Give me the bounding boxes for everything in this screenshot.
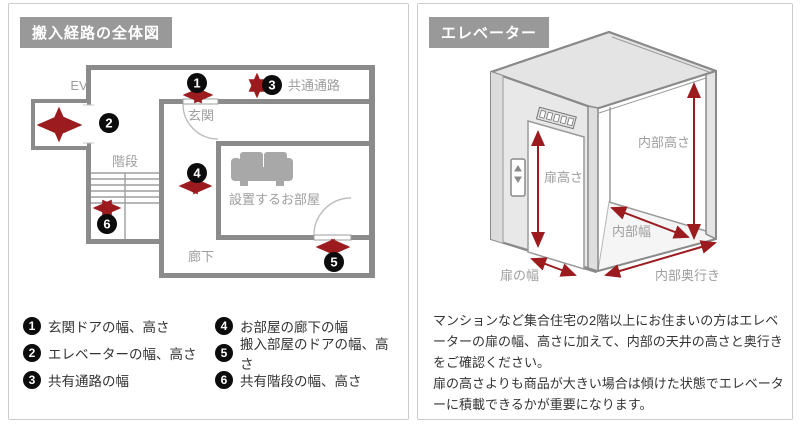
right-wall-edge — [705, 69, 717, 241]
legend-text-6: 共有階段の幅、高さ — [240, 373, 362, 389]
legend-text-4: お部屋の廊下の幅 — [240, 319, 348, 335]
door-height-label: 扉高さ — [544, 170, 583, 185]
elevator-panel: エレベーター — [417, 3, 793, 420]
floor-plan-diagram: EV 階段 玄関 — [31, 65, 375, 278]
elevator-body — [490, 31, 718, 273]
legend-badge-1: 1 — [23, 316, 41, 335]
legend-text-3: 共有通路の幅 — [48, 373, 129, 389]
legend-badge-2: 2 — [23, 343, 41, 362]
sofa-icon — [231, 152, 293, 186]
stairs-label: 階段 — [112, 154, 138, 169]
inner-depth-label: 内部奥行き — [655, 268, 720, 283]
down-button-icon — [514, 176, 522, 183]
legend: 1 玄関ドアの幅、高さ 2 エレベーターの幅、高さ 3 共有通路の幅 4 お部屋… — [23, 312, 398, 393]
elevator-diagram: 扉高さ 内部高さ 内部幅 扉の幅 内部奥行き — [490, 31, 720, 283]
legend-text-2: エレベーターの幅、高さ — [48, 346, 197, 362]
front-pillar — [587, 105, 599, 273]
legend-badge-4: 4 — [215, 316, 233, 335]
floor-plan-panel: 搬入経路の全体図 — [8, 3, 409, 420]
left-jamb — [491, 72, 503, 243]
dimension-arrows — [530, 82, 717, 278]
marker-1: 1 — [187, 73, 207, 93]
svg-text:6: 6 — [103, 217, 110, 232]
inner-height-label: 内部高さ — [638, 135, 690, 150]
entrance-door-arc — [182, 103, 219, 140]
svg-text:5: 5 — [330, 255, 337, 270]
legend-item-5: 5 搬入部屋のドアの幅、高さ — [215, 333, 398, 373]
common-corridor-label: 共通通路 — [288, 78, 340, 93]
elevator-size-arrows — [36, 106, 83, 143]
description-paragraph-1: マンションなど集合住宅の2階以上にお住まいの方はエレベーターの扉の幅、高さに加え… — [433, 313, 783, 370]
legend-badge-5: 5 — [215, 343, 233, 362]
elevator-door — [527, 120, 585, 271]
door-width-label: 扉の幅 — [500, 268, 539, 283]
call-button-icon — [510, 158, 526, 197]
room-label: 設置するお部屋 — [229, 192, 320, 207]
floor-indicator-icon — [535, 106, 577, 130]
description-paragraph-2: 扉の高さよりも商品が大きい場合は傾けた状態でエレベーターに積載できるかが重要にな… — [433, 376, 784, 412]
measure-arrows — [92, 72, 351, 256]
entrance-label: 玄関 — [188, 108, 214, 123]
svg-text:4: 4 — [193, 166, 201, 181]
legend-item-2: 2 エレベーターの幅、高さ — [23, 343, 215, 363]
room-door-arc — [313, 197, 352, 236]
elevator-title: エレベーター — [429, 17, 550, 48]
marker-3: 3 — [262, 75, 282, 95]
ev-label: EV — [70, 78, 88, 93]
legend-badge-6: 6 — [215, 370, 233, 389]
marker-4: 4 — [187, 163, 207, 183]
svg-text:1: 1 — [193, 76, 200, 91]
marker-6: 6 — [97, 214, 117, 234]
svg-text:2: 2 — [105, 116, 112, 131]
stairs — [91, 172, 159, 239]
legend-text-1: 玄関ドアの幅、高さ — [48, 319, 170, 335]
hallway-label: 廊下 — [188, 249, 214, 264]
legend-badge-3: 3 — [23, 370, 41, 389]
legend-item-1: 1 玄関ドアの幅、高さ — [23, 316, 215, 336]
legend-item-3: 3 共有通路の幅 — [23, 370, 215, 390]
elevator-shaft — [31, 99, 94, 150]
legend-text-5: 搬入部屋のドアの幅、高さ — [240, 336, 389, 372]
svg-text:3: 3 — [268, 78, 275, 93]
plan-walls — [86, 65, 375, 278]
legend-item-6: 6 共有階段の幅、高さ — [215, 370, 398, 390]
floor-plan-title: 搬入経路の全体図 — [20, 17, 173, 48]
marker-5: 5 — [324, 252, 344, 272]
up-button-icon — [514, 165, 522, 172]
inner-width-label: 内部幅 — [612, 224, 651, 239]
elevator-description: マンションなど集合住宅の2階以上にお住まいの方はエレベーターの扉の幅、高さに加え… — [433, 310, 788, 415]
marker-2: 2 — [99, 113, 119, 133]
legend-item-4: 4 お部屋の廊下の幅 — [215, 316, 398, 336]
